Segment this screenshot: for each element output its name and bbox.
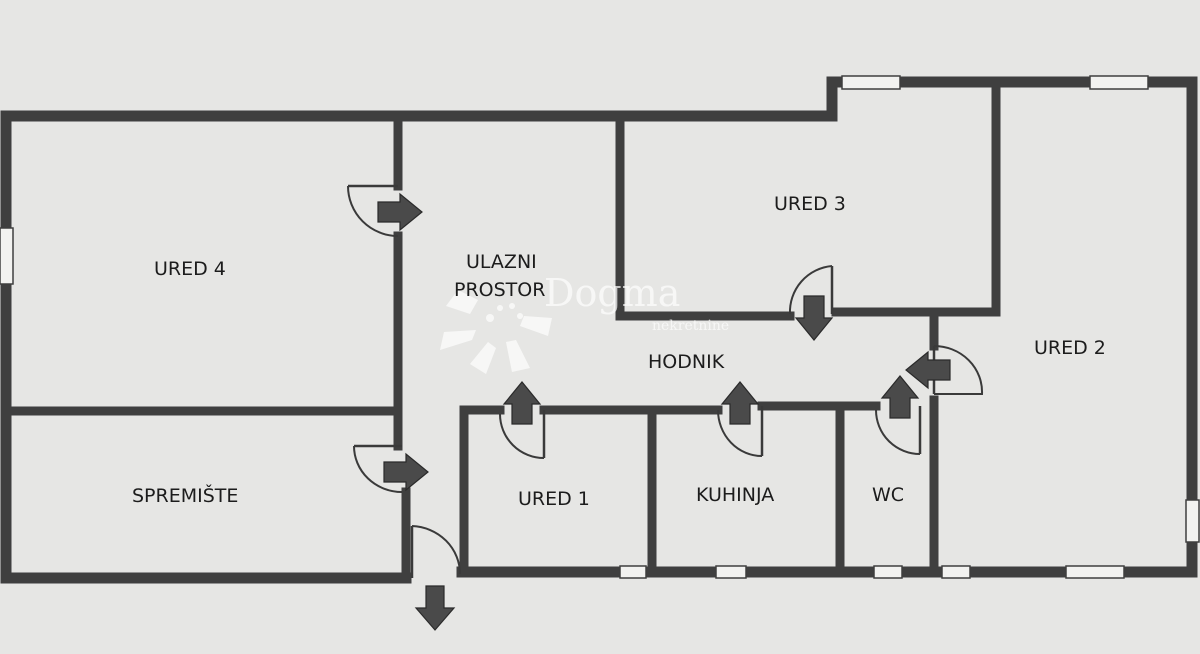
- room-label-wc: WC: [872, 484, 904, 506]
- room-label-ured1: URED 1: [518, 488, 590, 510]
- arrow-down-icon: [414, 585, 456, 631]
- arrow-down-icon: [794, 295, 834, 341]
- room-label-hodnik: HODNIK: [648, 351, 725, 373]
- door-swing: [347, 185, 399, 237]
- arrow-right-icon: [383, 452, 429, 492]
- room-label-kuhinja: KUHINJA: [696, 484, 774, 506]
- window: [619, 565, 647, 579]
- arrow-left-icon: [905, 350, 951, 390]
- window: [941, 565, 971, 579]
- door-swing: [933, 344, 984, 395]
- arrows: [377, 192, 951, 631]
- arrow-right-icon: [377, 192, 423, 232]
- window: [841, 75, 901, 90]
- room-labels: URED 4 SPREMIŠTE ULAZNI PROSTOR URED 3 H…: [132, 193, 1106, 510]
- door-swing: [788, 265, 833, 315]
- room-label-prostor: PROSTOR: [454, 279, 545, 301]
- door-swing: [353, 445, 403, 493]
- wall-ured1-west: [459, 405, 505, 571]
- room-label-spremiste: SPREMIŠTE: [132, 483, 238, 507]
- flower-logo-icon: [440, 290, 552, 374]
- wall-ured3-west: [615, 117, 795, 321]
- doors: [347, 184, 984, 578]
- window: [1089, 75, 1149, 90]
- arrow-up-icon: [502, 381, 542, 425]
- door-swing: [875, 409, 921, 455]
- arrow-up-icon: [880, 375, 920, 419]
- door-swing: [499, 413, 545, 459]
- window: [715, 565, 747, 579]
- window: [873, 565, 903, 579]
- windows: [0, 75, 1200, 579]
- outer-wall-west: [0, 110, 412, 584]
- room-label-ulazni: ULAZNI: [466, 251, 537, 273]
- room-label-ured4: URED 4: [154, 258, 226, 280]
- window: [1065, 565, 1125, 579]
- window: [1185, 499, 1200, 543]
- room-label-ured2: URED 2: [1034, 337, 1106, 359]
- window: [0, 227, 14, 285]
- watermark-sub: nekretnine: [652, 318, 729, 334]
- room-label-ured3: URED 3: [774, 193, 846, 215]
- arrow-up-icon: [720, 381, 760, 425]
- wall-ured3-south: [831, 83, 1001, 317]
- watermark-brand: Dogma: [544, 271, 680, 315]
- door-swing: [717, 409, 763, 457]
- watermark: Dogma nekretnine: [440, 271, 729, 374]
- interior-walls: [7, 83, 1001, 577]
- door-swing: [411, 525, 462, 575]
